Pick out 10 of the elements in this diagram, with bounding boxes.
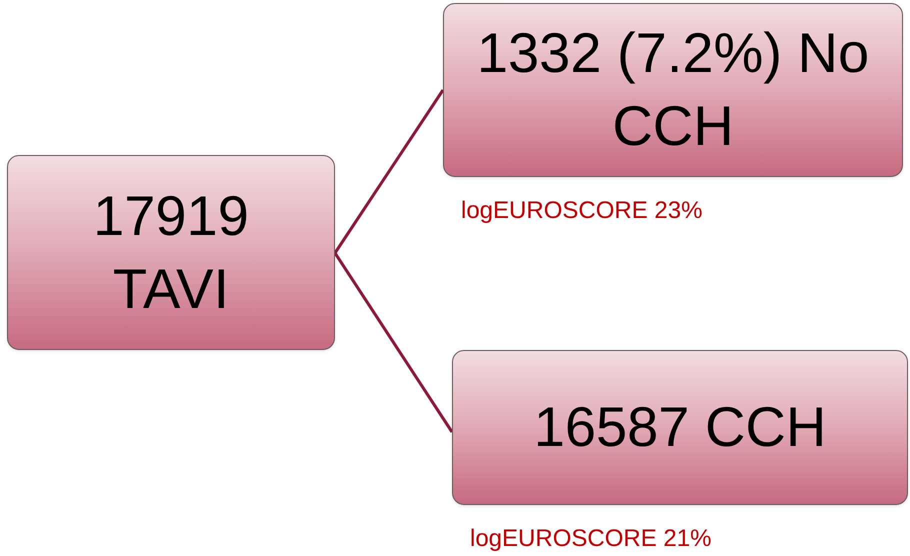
process-box xyxy=(452,350,908,505)
score-note: logEUROSCORE 23% xyxy=(461,199,702,223)
process-box xyxy=(7,155,335,350)
process-box xyxy=(443,3,903,177)
connector-line xyxy=(334,252,454,433)
box-text: 1332 (7.2%) No CCH xyxy=(476,20,870,159)
score-note: logEUROSCORE 21% xyxy=(470,527,712,551)
box-text: 17919 TAVI xyxy=(92,182,250,322)
connector-line xyxy=(334,89,444,254)
box-text: 16587 CCH xyxy=(534,394,826,460)
